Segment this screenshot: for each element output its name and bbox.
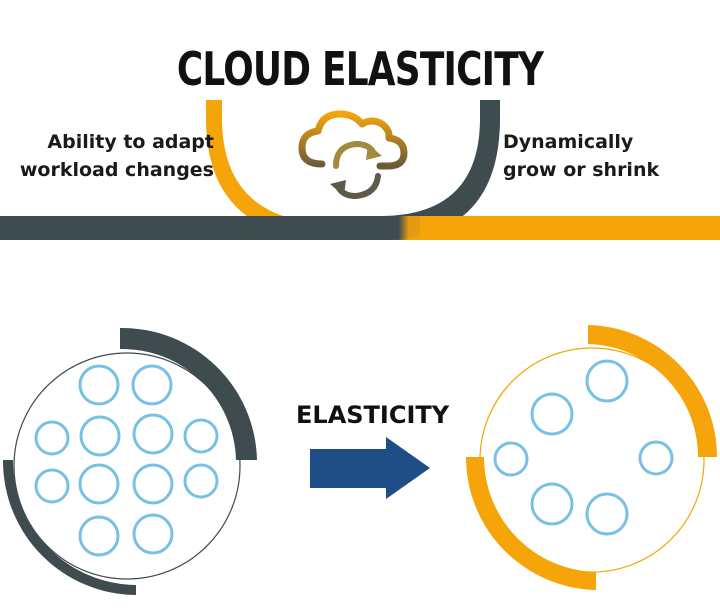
bubble: [132, 413, 174, 455]
bubble: [183, 463, 219, 499]
bubble: [78, 364, 120, 406]
right-inner-ring: [479, 347, 705, 573]
left-arc-top-right: [120, 327, 257, 460]
left-arc-bottom-left: [2, 460, 137, 595]
left-caption: Ability to adapt workload changes: [20, 128, 214, 184]
bubble: [131, 364, 173, 406]
left-inner-ring: [13, 352, 241, 580]
bubble: [585, 492, 629, 536]
right-container: [465, 325, 717, 590]
left-caption-line1: Ability to adapt: [47, 131, 214, 153]
elasticity-label: ELASTICITY: [296, 401, 450, 429]
bubble: [183, 418, 219, 454]
cloud-sync-icon: [298, 110, 408, 200]
bubble: [530, 392, 574, 436]
right-arc-bottom-left: [465, 457, 596, 590]
bubble: [638, 440, 674, 476]
page-title: CLOUD ELASTICITY: [176, 42, 544, 96]
bubble: [530, 482, 574, 526]
left-container: [2, 327, 257, 595]
bubble: [132, 463, 174, 505]
right-arrow-icon: [310, 437, 430, 499]
bubble: [78, 463, 120, 505]
bubble: [585, 359, 629, 403]
ribbon-blend: [300, 216, 470, 240]
bubble: [79, 415, 121, 457]
dark-u-ribbon: [0, 100, 500, 240]
bubble: [78, 515, 120, 557]
right-caption: Dynamically grow or shrink: [503, 128, 659, 184]
bubble: [493, 441, 529, 477]
right-caption-line1: Dynamically: [503, 131, 634, 153]
right-caption-line2: grow or shrink: [503, 159, 660, 181]
bubble: [34, 468, 70, 504]
bubble: [34, 420, 70, 456]
bubble: [132, 513, 174, 555]
left-caption-line2: workload changes: [19, 159, 214, 181]
right-arc-top-right: [588, 325, 717, 457]
